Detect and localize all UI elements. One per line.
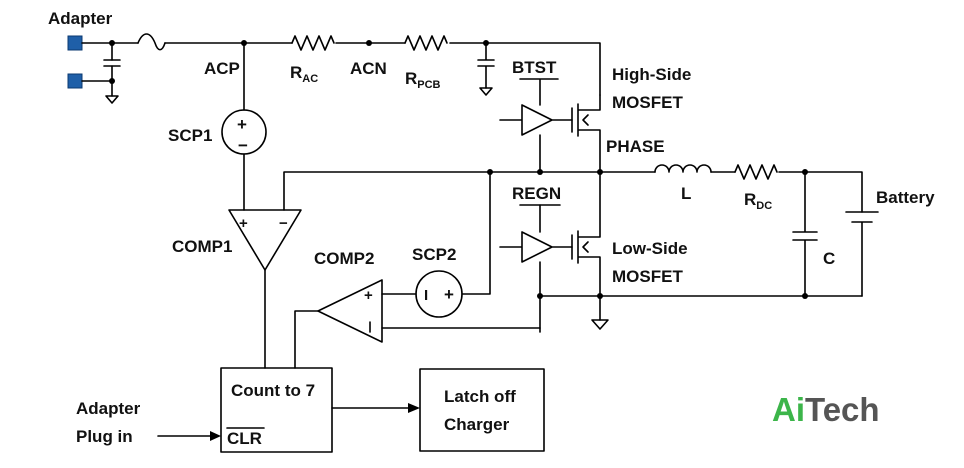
high-side-label-1: High-Side bbox=[612, 65, 691, 84]
scp2-minus: I bbox=[424, 287, 428, 304]
clr-label: CLR bbox=[227, 429, 262, 448]
comparator-2-icon bbox=[317, 279, 383, 343]
adapter-terminal-bottom bbox=[67, 73, 83, 89]
capacitor-icon bbox=[792, 171, 818, 297]
ground-icon bbox=[105, 95, 119, 104]
latch-arrow-icon bbox=[408, 403, 420, 413]
hs-mosfet-arrow bbox=[582, 114, 589, 126]
comp1-minus-wire bbox=[283, 171, 656, 211]
acp-label: ACP bbox=[204, 59, 240, 78]
logo-ai: Ai bbox=[772, 391, 805, 428]
input-capacitor-icon bbox=[103, 59, 121, 67]
hs-driver-icon bbox=[499, 104, 573, 136]
adapter-label: Adapter bbox=[48, 9, 113, 28]
logo-tech: Tech bbox=[805, 391, 880, 428]
resistor-icon bbox=[291, 35, 335, 51]
latch-box bbox=[419, 368, 545, 452]
latch-label-2: Charger bbox=[444, 415, 510, 434]
arrow-icon bbox=[210, 431, 221, 441]
inductor-label: L bbox=[681, 184, 691, 203]
comp2-plus: + bbox=[364, 287, 373, 304]
decoupling-ground-icon bbox=[479, 87, 493, 96]
capacitor-label: C bbox=[823, 249, 835, 268]
comp1-label: COMP1 bbox=[172, 237, 232, 256]
plug-in-label-1: Adapter bbox=[76, 399, 141, 418]
comp2-label: COMP2 bbox=[314, 249, 374, 268]
latch-label-1: Latch off bbox=[444, 387, 516, 406]
battery-icon bbox=[845, 211, 879, 297]
r-ac-label: RAC bbox=[290, 63, 318, 85]
scp2-label: SCP2 bbox=[412, 245, 456, 264]
battery-label: Battery bbox=[876, 188, 935, 207]
r-pcb-label: RPCB bbox=[405, 69, 441, 91]
inductor-icon bbox=[654, 164, 712, 173]
comp1-plus: + bbox=[239, 215, 248, 232]
aitech-logo: AiTech bbox=[772, 391, 880, 428]
scp1-plus: + bbox=[237, 115, 247, 134]
adapter-terminal-top bbox=[67, 35, 83, 51]
regn-label: REGN bbox=[512, 184, 561, 203]
count-box bbox=[220, 367, 333, 453]
scp2-plus: + bbox=[444, 285, 454, 304]
phase-label: PHASE bbox=[606, 137, 665, 156]
count-label: Count to 7 bbox=[231, 381, 315, 400]
decoupling-capacitor-icon bbox=[477, 42, 495, 89]
current-source-2-icon bbox=[415, 270, 463, 318]
output-wire bbox=[710, 171, 863, 213]
high-side-label-2: MOSFET bbox=[612, 93, 683, 112]
adapter-input: Adapter bbox=[48, 9, 166, 104]
acn-label: ACN bbox=[350, 59, 387, 78]
low-side-label-2: MOSFET bbox=[612, 267, 683, 286]
scp1-label: SCP1 bbox=[168, 126, 212, 145]
ls-driver-icon bbox=[499, 231, 573, 263]
plug-in-label-2: Plug in bbox=[76, 427, 133, 446]
r-dc-label: RDC bbox=[744, 190, 772, 212]
resistor-pcb-icon bbox=[404, 35, 448, 51]
ls-mosfet-arrow bbox=[582, 241, 589, 253]
comp2-out-wire bbox=[294, 310, 319, 369]
main-ground-icon bbox=[591, 319, 609, 330]
scp1-minus: − bbox=[238, 136, 248, 155]
resistor-dc-icon bbox=[734, 164, 778, 180]
btst-label: BTST bbox=[512, 58, 557, 77]
adapter-wires bbox=[81, 42, 139, 97]
comparator-icon bbox=[228, 209, 302, 271]
low-side-label-1: Low-Side bbox=[612, 239, 688, 258]
input-fuse-icon bbox=[137, 33, 166, 51]
phase-sense-wire bbox=[461, 171, 491, 295]
current-source-icon bbox=[221, 109, 267, 155]
mosfet-icon bbox=[571, 94, 601, 173]
ls-mosfet-icon bbox=[571, 171, 601, 321]
comp1-minus: − bbox=[279, 215, 288, 232]
